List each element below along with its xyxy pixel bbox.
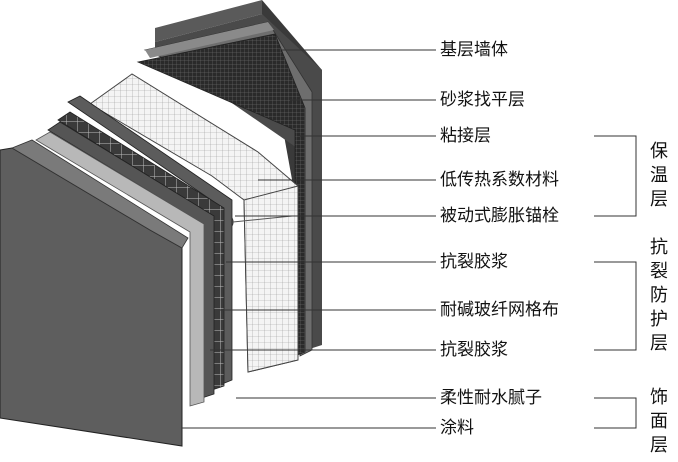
group-label-finish: 饰面层 bbox=[650, 387, 668, 456]
bracket-finish bbox=[594, 397, 637, 429]
group-label-insulation: 保温层 bbox=[650, 141, 668, 210]
label-insulation: 低传热系数材料 bbox=[440, 170, 559, 190]
label-anticrack-mortar-2: 抗裂胶浆 bbox=[440, 340, 508, 360]
label-anticrack-mortar-1: 抗裂胶浆 bbox=[440, 252, 508, 272]
bracket-anticrack bbox=[594, 261, 637, 351]
layer-adhesive bbox=[136, 33, 306, 357]
label-paint: 涂料 bbox=[440, 418, 474, 438]
label-putty: 柔性耐水腻子 bbox=[440, 388, 542, 408]
label-adhesive: 粘接层 bbox=[440, 126, 491, 146]
leader-lines bbox=[182, 49, 436, 429]
group-label-anticrack: 抗裂防护层 bbox=[650, 237, 668, 354]
layer-putty bbox=[35, 131, 205, 407]
group-brackets bbox=[594, 135, 637, 429]
label-anchor-bolt: 被动式膨胀锚栓 bbox=[440, 206, 559, 226]
label-base-wall: 基层墙体 bbox=[440, 40, 508, 60]
label-fiberglass-mesh: 耐碱玻纤网格布 bbox=[440, 300, 559, 320]
label-mortar-leveling: 砂浆找平层 bbox=[440, 90, 525, 110]
layer-paint bbox=[0, 139, 189, 447]
layer-insulation bbox=[89, 73, 299, 373]
bracket-insulation bbox=[594, 135, 637, 217]
